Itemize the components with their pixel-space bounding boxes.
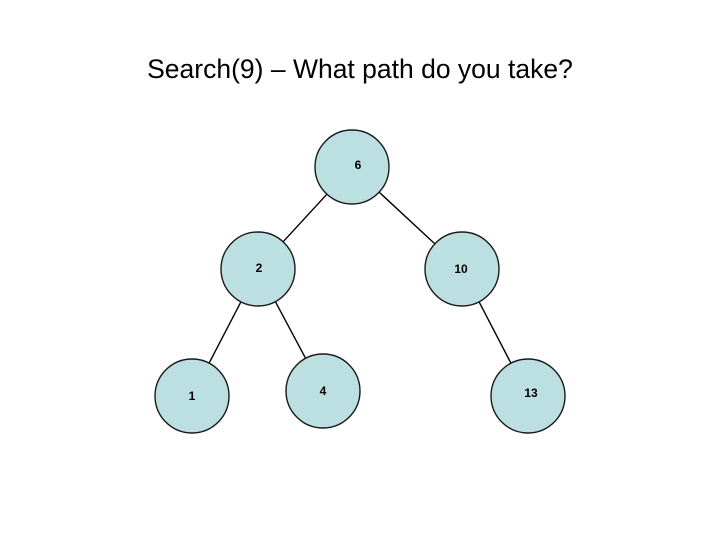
node-label-4: 4 (320, 384, 327, 398)
tree-edges-group (208, 191, 512, 364)
tree-node-6[interactable]: 6 (314, 129, 390, 205)
tree-edge-6-to-2 (282, 193, 328, 243)
node-circle-6[interactable] (314, 129, 390, 205)
tree-node-13[interactable]: 13 (490, 358, 566, 434)
tree-node-4[interactable]: 4 (285, 353, 361, 429)
tree-edge-6-to-10 (378, 191, 436, 245)
tree-edge-10-to-13 (478, 301, 512, 364)
node-label-13: 13 (524, 386, 538, 400)
node-label-2: 2 (256, 261, 263, 275)
tree-edge-2-to-4 (274, 301, 307, 359)
node-label-1: 1 (189, 389, 196, 403)
node-label-10: 10 (454, 262, 468, 276)
tree-node-1[interactable]: 1 (154, 358, 230, 434)
tree-nodes-group: 6 2 10 1 4 13 (154, 129, 566, 434)
node-circle-10[interactable] (424, 231, 500, 307)
tree-node-2[interactable]: 2 (220, 231, 296, 307)
node-label-6: 6 (355, 158, 362, 172)
page-title: Search(9) – What path do you take? (147, 54, 573, 84)
node-circle-4[interactable] (285, 353, 361, 429)
tree-edge-2-to-1 (208, 301, 242, 364)
node-circle-1[interactable] (154, 358, 230, 434)
node-circle-13[interactable] (490, 358, 566, 434)
node-circle-2[interactable] (220, 231, 296, 307)
tree-node-10[interactable]: 10 (424, 231, 500, 307)
